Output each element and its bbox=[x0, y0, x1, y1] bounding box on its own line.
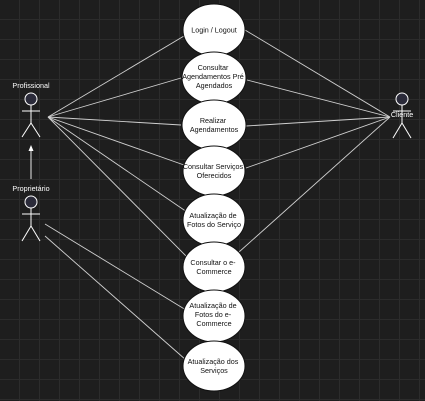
use-case-label-line: Realizar bbox=[200, 116, 227, 125]
use-case-label-line: Fotos do Serviço bbox=[187, 220, 241, 229]
line-proprietario-fotos-ecommerce bbox=[44, 223, 187, 311]
use-case-ecommerce[interactable]: Consultar o e- Commerce bbox=[182, 241, 246, 293]
use-case-label-line: Fotos do e- bbox=[195, 310, 232, 319]
use-case-label-line: Agendados bbox=[196, 81, 233, 90]
line-profissional-fotos-servico bbox=[47, 116, 188, 213]
use-case-label-line: Commerce bbox=[196, 319, 231, 328]
svg-text:Login / Logout: Login / Logout bbox=[191, 26, 237, 35]
actor-label-profissional: Profissional bbox=[12, 81, 50, 90]
use-case-label-line: Commerce bbox=[196, 267, 231, 276]
use-case-label-line: Serviços bbox=[200, 366, 228, 375]
actor-head-icon bbox=[24, 92, 38, 106]
use-case-realizar-agendamentos[interactable]: Realizar Agendamentos bbox=[181, 99, 247, 151]
actor-profissional[interactable] bbox=[21, 92, 41, 138]
use-case-label-line: Consultar Serviços bbox=[183, 162, 244, 171]
actor-head-icon bbox=[24, 195, 38, 209]
use-case-label-line: Consultar o e- bbox=[190, 258, 236, 267]
use-case-label-line: Consultar bbox=[198, 63, 229, 72]
line-cliente-consultar-servicos bbox=[245, 116, 391, 169]
use-case-label-line: Atualização de bbox=[189, 301, 236, 310]
association-lines bbox=[44, 29, 391, 361]
svg-text:Consultar Agendamentos P: Consultar Agendamentos Pré Agendados bbox=[182, 63, 246, 90]
line-profissional-login bbox=[47, 35, 185, 118]
actor-label-proprietario: Proprietário bbox=[12, 184, 49, 193]
actor-proprietario[interactable] bbox=[21, 195, 41, 242]
svg-text:Atualização dos Serviços: Atualização dos Serviços bbox=[188, 357, 241, 375]
line-cliente-consultar-agendamentos bbox=[246, 79, 391, 118]
line-profissional-ecommerce bbox=[47, 116, 189, 259]
svg-text:Atualização de Fotos do: Atualização de Fotos do e- Commerce bbox=[189, 301, 238, 328]
line-proprietario-atualizacao-servicos bbox=[44, 235, 187, 361]
actor-label-cliente: Cliente bbox=[391, 110, 413, 119]
svg-text:Atualização de Fotos do: Atualização de Fotos do Serviço bbox=[187, 211, 241, 229]
line-profissional-consultar-agendamentos bbox=[47, 77, 182, 118]
use-case-consultar-agendamentos[interactable]: Consultar Agendamentos Pré Agendados bbox=[181, 51, 247, 105]
line-cliente-login bbox=[244, 29, 391, 118]
use-case-fotos-ecommerce[interactable]: Atualização de Fotos do e- Commerce bbox=[182, 289, 246, 343]
use-case-label-line: Login / Logout bbox=[191, 26, 237, 35]
use-case-label-line: Agendamentos Pré bbox=[182, 72, 244, 81]
line-cliente-realizar-agendamentos bbox=[245, 116, 391, 127]
arrowhead-icon bbox=[28, 145, 34, 151]
use-case-consultar-servicos[interactable]: Consultar Serviços Oferecidos bbox=[182, 145, 246, 197]
use-case-label-line: Agendamentos bbox=[190, 125, 239, 134]
line-cliente-ecommerce bbox=[238, 116, 391, 253]
line-profissional-realizar-agendamentos bbox=[47, 116, 182, 126]
use-case-atualizacao-servicos[interactable]: Atualização dos Serviços bbox=[182, 340, 246, 392]
line-profissional-consultar-servicos bbox=[47, 116, 185, 166]
use-case-label-line: Oferecidos bbox=[197, 171, 232, 180]
svg-text:Realizar Agendamentos: Realizar Agendamentos bbox=[190, 116, 239, 134]
actor-head-icon bbox=[395, 92, 409, 106]
use-case-label-line: Atualização dos bbox=[188, 357, 239, 366]
use-case-fotos-servico[interactable]: Atualização de Fotos do Serviço bbox=[182, 193, 246, 247]
generalization-arrow bbox=[28, 145, 34, 179]
svg-text:Consultar Serviços Ofere: Consultar Serviços Oferecidos bbox=[183, 162, 245, 180]
use-case-login[interactable]: Login / Logout bbox=[182, 3, 246, 57]
use-case-label-line: Atualização de bbox=[189, 211, 236, 220]
actor-cliente[interactable] bbox=[392, 92, 412, 139]
svg-text:Consultar o e- Commerce: Consultar o e- Commerce bbox=[190, 258, 237, 276]
